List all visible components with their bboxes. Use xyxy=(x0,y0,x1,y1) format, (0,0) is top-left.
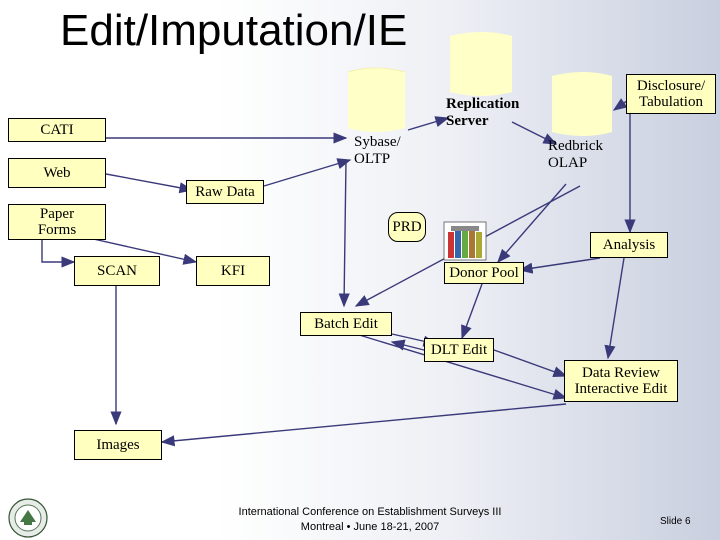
sybase-database-icon xyxy=(347,67,406,132)
paper-forms-box: Paper Forms xyxy=(8,204,106,240)
arrow-web-rawdata xyxy=(105,173,194,194)
kfi-box: KFI xyxy=(196,256,270,286)
analysis-box: Analysis xyxy=(590,232,668,258)
slide-number: Slide 6 xyxy=(660,516,691,527)
disclosure-box: Disclosure/ Tabulation xyxy=(626,74,716,114)
arrow-redbrick-donorpool xyxy=(497,183,567,264)
arrow-replication-redbrick xyxy=(511,121,558,145)
images-box: Images xyxy=(74,430,162,460)
web-box: Web xyxy=(8,158,106,188)
prd-box: PRD xyxy=(388,212,426,242)
footer-location-date: Montreal • June 18-21, 2007 xyxy=(300,520,440,533)
arrow-paper-kfi xyxy=(79,235,198,265)
footer-conference: International Conference on Establishmen… xyxy=(238,506,502,518)
arrow-dlt-datareview xyxy=(493,349,568,377)
donor-pool-blocks-icon xyxy=(443,221,487,261)
footer: International Conference on Establishmen… xyxy=(200,505,540,535)
cati-box: CATI xyxy=(8,118,106,142)
arrow-rawdata-sybase xyxy=(263,158,352,187)
replication-database-icon xyxy=(450,32,512,96)
replication-label: Replication Server xyxy=(446,96,520,130)
slide-title: Edit/Imputation/IE xyxy=(60,6,408,55)
scan-box: SCAN xyxy=(74,256,160,286)
arrow-datareview-images xyxy=(160,403,567,447)
arrow-sybase-batchedit xyxy=(338,159,350,308)
redbrick-database-icon xyxy=(552,72,612,136)
arrow-sybase-replication xyxy=(407,116,450,131)
donor-pool-box: Donor Pool xyxy=(444,262,524,284)
data-review-box: Data Review Interactive Edit xyxy=(564,360,678,402)
arrow-paper-scan xyxy=(41,240,76,268)
seal-logo-icon xyxy=(8,498,48,538)
arrow-analysis-donorpool xyxy=(518,257,601,274)
arrow-donorpool-dlt xyxy=(461,283,483,340)
sybase-label: Sybase/ OLTP xyxy=(354,134,401,168)
batch-edit-box: Batch Edit xyxy=(300,312,392,336)
dlt-edit-box: DLT Edit xyxy=(424,338,494,362)
arrow-analysis-datareview xyxy=(604,257,625,360)
redbrick-label: Redbrick OLAP xyxy=(548,138,603,172)
raw-data-box: Raw Data xyxy=(186,180,264,204)
arrow-batchedit-datareview xyxy=(355,333,568,400)
